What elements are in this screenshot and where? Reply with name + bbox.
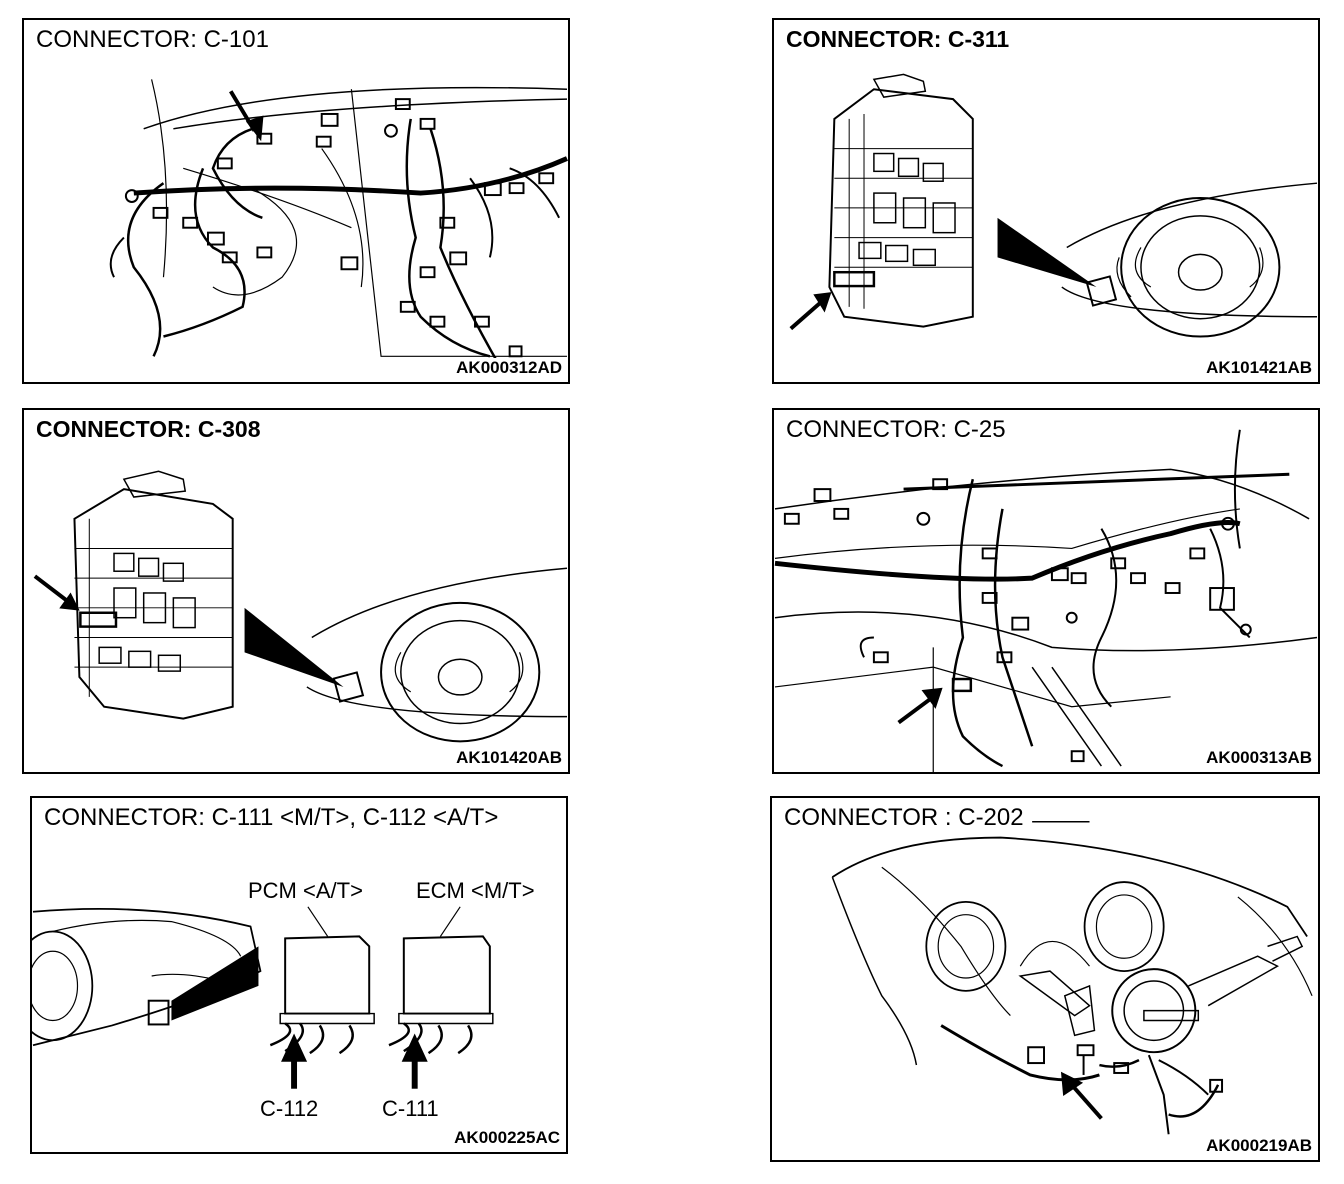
pcm-label: PCM <A/T> bbox=[248, 878, 363, 903]
wiring-harness-drawing bbox=[109, 79, 568, 367]
panel-c311: CONNECTOR: C-311 AK101421AB bbox=[772, 18, 1320, 384]
panel-title: CONNECTOR: C-101 bbox=[36, 26, 273, 54]
panel-title: CONNECTOR: C-25 bbox=[786, 416, 1010, 444]
diagram-code: AK101420AB bbox=[453, 748, 562, 768]
diagram-code: AK000225AC bbox=[451, 1128, 560, 1148]
ecm-label: ECM <M/T> bbox=[416, 878, 535, 903]
panel-c202: CONNECTOR : C-202 AK000219AB bbox=[770, 796, 1320, 1162]
diagram-code: AK101421AB bbox=[1203, 358, 1312, 378]
diagram-code: AK000219AB bbox=[1203, 1136, 1312, 1156]
c111-label: C-111 bbox=[382, 1096, 439, 1121]
panel-title: CONNECTOR: C-308 bbox=[36, 416, 265, 443]
ecu-location-drawing bbox=[32, 906, 494, 1089]
junction-block-drawing bbox=[33, 470, 568, 743]
panel-title: CONNECTOR: C-311 bbox=[786, 26, 1014, 53]
panel-title: CONNECTOR: C-111 <M/T>, C-112 <A/T> bbox=[44, 804, 503, 832]
panel-c111-c112: CONNECTOR: C-111 <M/T>, C-112 <A/T> PCM … bbox=[30, 796, 568, 1154]
wiring-harness-drawing bbox=[774, 429, 1318, 772]
panel-c308: CONNECTOR: C-308 AK101420AB bbox=[22, 408, 570, 774]
junction-block-drawing bbox=[789, 73, 1318, 338]
panel-c101: CONNECTOR: C-101 AK000312AD bbox=[22, 18, 570, 384]
diagram-code: AK000313AB bbox=[1203, 748, 1312, 768]
panel-c25: CONNECTOR: C-25 AK000313AB bbox=[772, 408, 1320, 774]
diagram-code: AK000312AD bbox=[453, 358, 562, 378]
panel-title: CONNECTOR : C-202 bbox=[784, 804, 1028, 832]
steering-column-drawing bbox=[831, 820, 1313, 1135]
c112-label: C-112 bbox=[260, 1096, 319, 1121]
